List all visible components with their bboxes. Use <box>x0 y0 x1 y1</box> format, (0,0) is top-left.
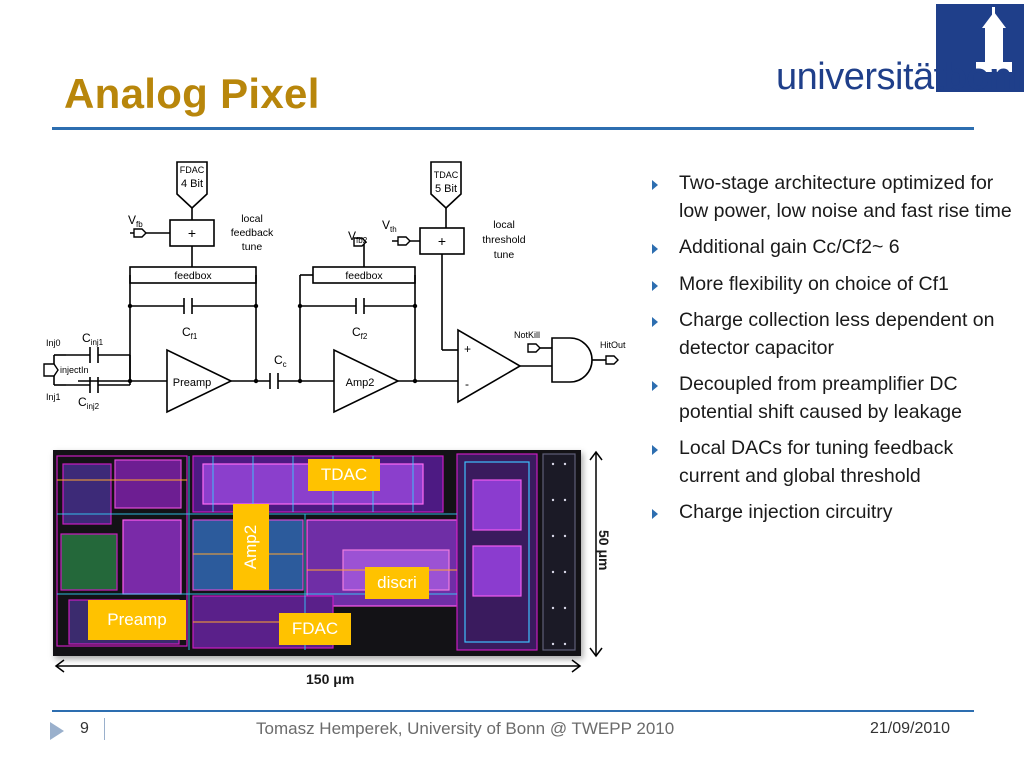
local-feedback-tune-line3: tune <box>242 241 263 253</box>
bullet-text: Charge collection less dependent on dete… <box>679 309 995 359</box>
bullet-text: Charge injection circuitry <box>679 501 893 523</box>
vth-pin-icon <box>397 236 411 246</box>
logo-text-bold: bonn <box>943 56 1024 98</box>
injectin-pin-icon <box>43 363 59 377</box>
cf1-label: Cf1 <box>182 325 198 341</box>
amp2-label: Amp2 <box>346 377 375 389</box>
layout-label-fdac: FDAC <box>279 613 351 645</box>
vfb2-label: Vfb2 <box>348 229 368 245</box>
preamp-label: Preamp <box>173 377 212 389</box>
fdac-bits-label: 4 Bit <box>181 178 203 190</box>
notkill-pin-icon <box>527 343 541 353</box>
hitout-label: HitOut <box>600 340 626 350</box>
tdac-label: TDAC <box>434 170 459 180</box>
cf2-label: Cf2 <box>352 325 368 341</box>
hitout-pin-icon <box>605 355 619 365</box>
bullet-arrow-icon <box>652 317 658 327</box>
cc-label: Cc <box>274 353 287 369</box>
injectin-label: injectIn <box>60 365 89 375</box>
layout-label-tdac: TDAC <box>308 459 380 491</box>
bullet-item: Additional gain Cc/Cf2~ 6 <box>652 234 1012 262</box>
bullet-item: Decoupled from preamplifier DC potential… <box>652 371 1012 426</box>
slide-title: Analog Pixel <box>64 70 320 117</box>
bullet-text: Local DACs for tuning feedback current a… <box>679 437 954 487</box>
layout-label-discri: discri <box>365 567 429 599</box>
pixel-schematic: FDAC 4 Bit TDAC 5 Bit Vfb Vfb2 Vth + + l… <box>43 161 626 414</box>
bullet-item: Local DACs for tuning feedback current a… <box>652 435 1012 490</box>
bullet-text: Two-stage architecture optimized for low… <box>679 172 1012 222</box>
title-divider <box>52 127 974 130</box>
fdac-label: FDAC <box>180 165 205 175</box>
local-threshold-tune-line2: threshold <box>482 234 525 246</box>
vfb2-pin-icon <box>353 237 367 247</box>
bullet-text: Decoupled from preamplifier DC potential… <box>679 373 962 423</box>
footer-arrow-icon <box>50 722 64 740</box>
height-dimension-arrow <box>589 450 603 658</box>
bullet-arrow-icon <box>652 280 658 291</box>
layout-label-amp2-text: Amp2 <box>241 524 261 570</box>
height-dimension-label: 50 μm <box>596 530 612 571</box>
bullet-text: More flexibility on choice of Cf1 <box>679 272 949 295</box>
layout-label-preamp: Preamp <box>88 600 186 640</box>
feedbox-1-label: feedbox <box>174 270 212 282</box>
vfb-adder-plus: + <box>188 225 196 241</box>
inj1-label: Inj1 <box>46 392 61 402</box>
bullet-arrow-icon <box>652 244 658 254</box>
comparator-minus: - <box>465 377 469 391</box>
local-threshold-tune-line1: local <box>493 219 515 231</box>
cinj2-label: Cinj2 <box>78 395 100 411</box>
logo-text-regular: universität <box>776 56 944 98</box>
page-number: 9 <box>80 720 89 737</box>
bullet-item: Charge injection circuitry <box>652 499 1012 527</box>
footer-date: 21/09/2010 <box>870 720 951 737</box>
bullet-item: Charge collection less dependent on dete… <box>652 307 1012 362</box>
comparator-plus: + <box>464 342 471 356</box>
bullet-arrow-icon <box>652 381 658 391</box>
width-dimension-arrow <box>54 659 582 673</box>
notkill-label: NotKill <box>514 330 540 340</box>
logo-wordmark: universitätbonn <box>776 56 1024 99</box>
cinj1-label: Cinj1 <box>82 331 104 347</box>
university-bonn-logo <box>936 4 1024 92</box>
vth-adder-plus: + <box>438 233 446 249</box>
bullet-list: Two-stage architecture optimized for low… <box>652 170 1012 536</box>
feedbox-2-label: feedbox <box>345 270 383 282</box>
vth-label: Vth <box>382 218 397 234</box>
vfb-label: Vfb <box>128 213 143 229</box>
width-dimension-label: 150 μm <box>306 671 355 687</box>
bullet-item: Two-stage architecture optimized for low… <box>652 170 1012 225</box>
logo-tower-icon <box>976 7 1012 72</box>
tdac-bits-label: 5 Bit <box>435 183 457 195</box>
bullet-arrow-icon <box>652 180 658 190</box>
local-threshold-tune-line3: tune <box>494 249 515 261</box>
bullet-arrow-icon <box>652 445 658 455</box>
layout-label-amp2: Amp2 <box>233 504 269 590</box>
footer-divider <box>52 710 974 712</box>
bullet-item: More flexibility on choice of Cf1 <box>652 271 1012 299</box>
logo-blue-block <box>936 4 1024 92</box>
bullet-arrow-icon <box>652 509 658 519</box>
footer-separator <box>104 718 105 740</box>
bullet-text: Additional gain Cc/Cf2~ 6 <box>679 236 900 258</box>
local-feedback-tune-line1: local <box>241 213 263 225</box>
footer-author: Tomasz Hemperek, University of Bonn @ TW… <box>256 719 675 738</box>
inj0-label: Inj0 <box>46 338 61 348</box>
vfb-pin-icon <box>133 228 147 238</box>
local-feedback-tune-line2: feedback <box>231 227 274 239</box>
chip-layout-image: TDAC discri FDAC Preamp Amp2 <box>53 450 581 656</box>
